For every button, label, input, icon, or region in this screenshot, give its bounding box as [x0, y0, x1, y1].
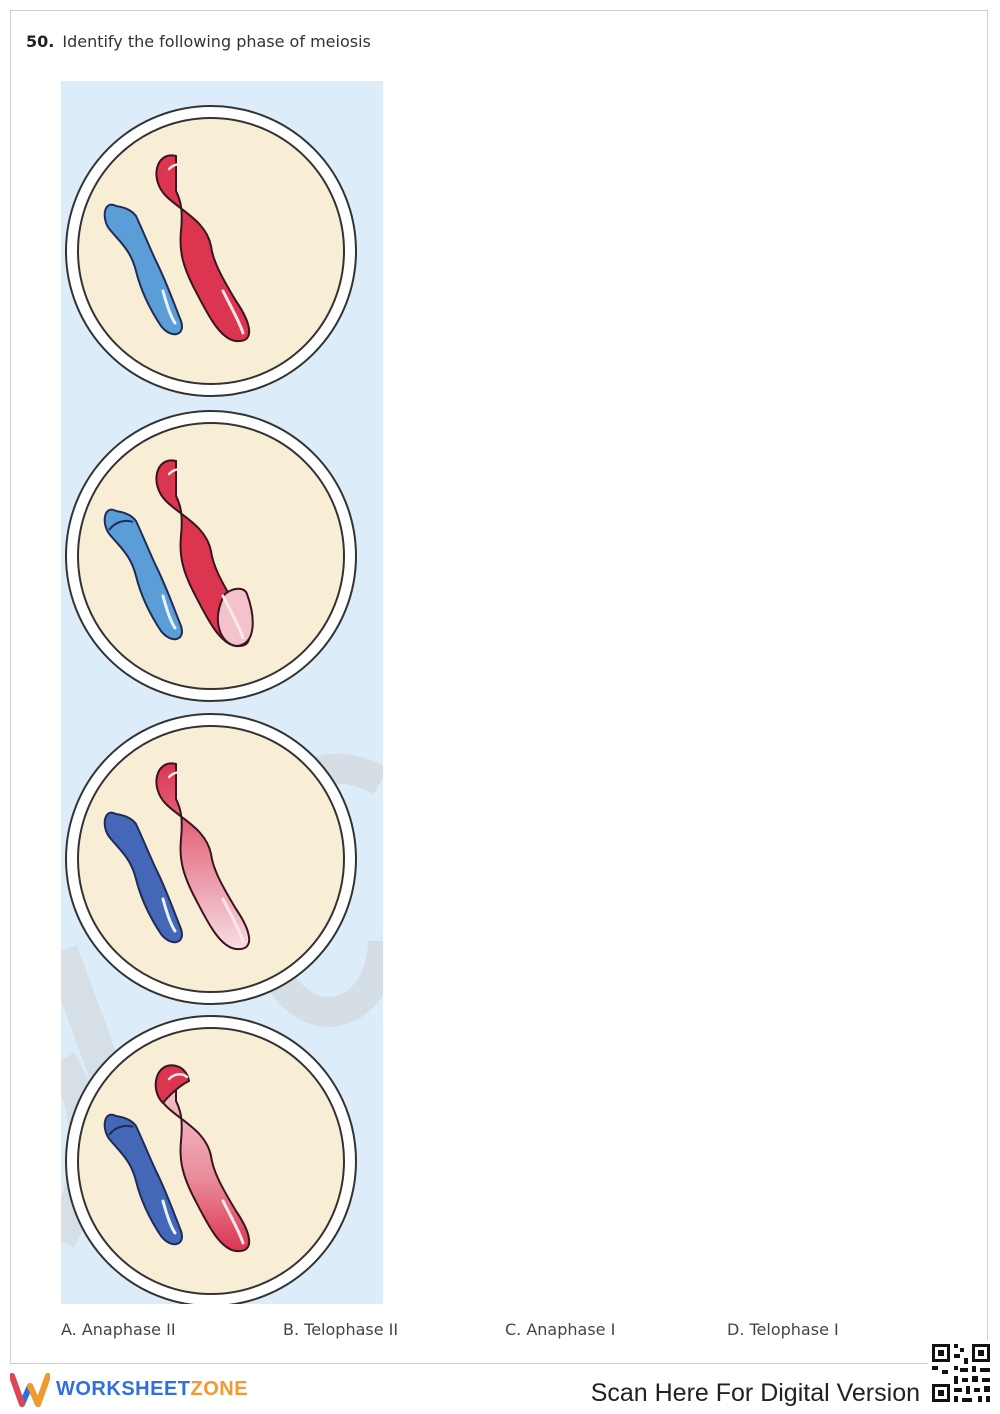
- red-chromosome-highlight: [221, 897, 245, 943]
- meiosis-figure: [61, 81, 383, 1304]
- red-chromosome-highlight: [221, 289, 245, 335]
- brand-part2: ZONE: [190, 1378, 249, 1400]
- red-chromosome-highlight: [221, 594, 245, 640]
- scan-text: Scan Here For Digital Version: [590, 1379, 920, 1407]
- brand-part1: WORKSHEET: [56, 1378, 191, 1400]
- red-chromosome-highlight: [167, 1073, 189, 1081]
- red-chromosome-highlight: [167, 468, 189, 476]
- choice-c[interactable]: C. Anaphase I: [505, 1320, 616, 1339]
- blue-chromosome: [103, 508, 183, 641]
- blue-chromosome-highlight: [161, 289, 177, 325]
- blue-chromosome-highlight: [161, 1199, 177, 1235]
- red-chromosome-highlight: [167, 771, 189, 779]
- choice-d[interactable]: D. Telophase I: [727, 1320, 839, 1339]
- blue-chromosome: [103, 1113, 183, 1246]
- question: 50. Identify the following phase of meios…: [26, 32, 371, 51]
- worksheet-frame: [10, 10, 988, 1364]
- choice-b[interactable]: B. Telophase II: [283, 1320, 399, 1339]
- question-number: 50.: [26, 32, 55, 51]
- blue-chromosome: [103, 203, 183, 336]
- blue-chromosome-band: [108, 519, 134, 531]
- qr-code-icon[interactable]: [928, 1340, 994, 1406]
- cells-group: [65, 105, 357, 1304]
- blue-chromosome-band: [108, 1124, 134, 1136]
- choice-a[interactable]: A. Anaphase II: [61, 1320, 176, 1339]
- red-chromosome-highlight: [167, 163, 189, 171]
- cell-1: [65, 105, 357, 397]
- answer-choices: A. Anaphase II B. Telophase II C. Anapha…: [0, 1320, 1000, 1344]
- red-chromosome-highlight: [221, 1199, 245, 1245]
- meiosis-illustration: [61, 81, 383, 1304]
- blue-chromosome-highlight: [161, 594, 177, 630]
- cell-4: [65, 1015, 357, 1304]
- cell-3: [65, 713, 357, 1005]
- brand-name: WORKSHEETZONE: [56, 1378, 248, 1401]
- blue-chromosome: [103, 811, 183, 944]
- cell-2: [65, 410, 357, 702]
- footer: WORKSHEETZONE Scan Here For Digital Vers…: [0, 1340, 1000, 1414]
- blue-chromosome-highlight: [161, 897, 177, 933]
- worksheetzone-logo-icon: [10, 1373, 50, 1407]
- question-text: Identify the following phase of meiosis: [62, 32, 371, 51]
